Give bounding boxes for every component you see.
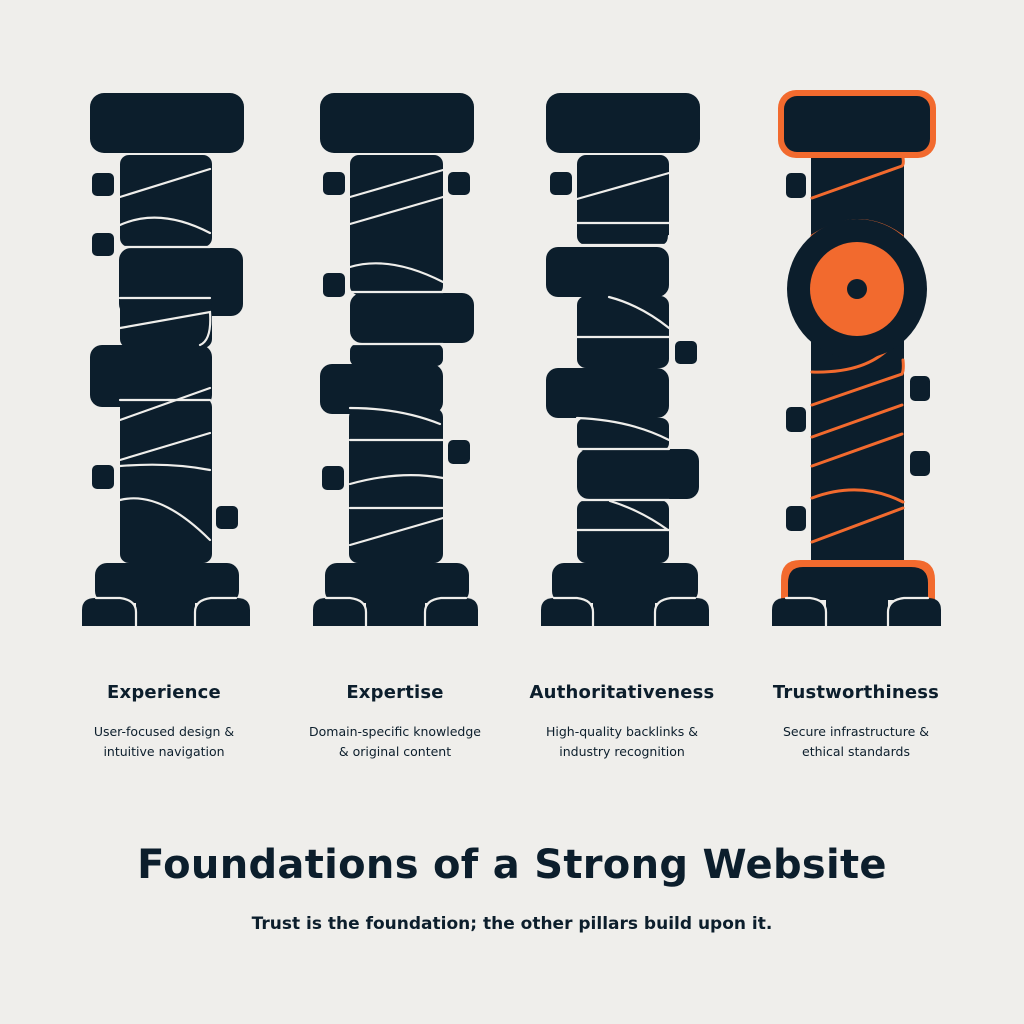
description-line: Domain-specific knowledge — [309, 724, 481, 739]
pillar-trustworthiness-icon — [772, 90, 941, 628]
pillar-expertise-icon — [313, 93, 478, 628]
pillar-description: High-quality backlinks & industry recogn… — [512, 722, 732, 762]
description-line: intuitive navigation — [103, 744, 225, 759]
pillar-label-experience: Experience User-focused design & intuiti… — [54, 680, 274, 762]
pillar-title: Trustworthiness — [772, 682, 940, 703]
pillar-label-authoritativeness: Authoritativeness High-quality backlinks… — [512, 680, 732, 762]
description-line: ethical standards — [802, 744, 910, 759]
pillar-title: Authoritativeness — [529, 682, 715, 703]
pillar-description: Domain-specific knowledge & original con… — [285, 722, 505, 762]
pillar-title: Expertise — [346, 682, 444, 703]
description-line: User-focused design & — [93, 724, 235, 739]
pillar-description: User-focused design & intuitive navigati… — [54, 722, 274, 762]
pillar-description: Secure infrastructure & ethical standard… — [746, 722, 966, 762]
pillar-label-trustworthiness: Trustworthiness Secure infrastructure & … — [746, 680, 966, 762]
page-title: Foundations of a Strong Website — [137, 842, 887, 888]
description-line: High-quality backlinks & — [545, 724, 699, 739]
pillar-label-expertise: Expertise Domain-specific knowledge & or… — [285, 680, 505, 762]
description-line: industry recognition — [559, 744, 685, 759]
pillar-title: Experience — [107, 682, 221, 703]
page-subtitle: Trust is the foundation; the other pilla… — [251, 914, 773, 934]
description-line: & original content — [338, 744, 452, 759]
description-line: Secure infrastructure & — [783, 724, 929, 739]
pillar-authoritativeness-icon — [541, 93, 709, 628]
pillar-experience-icon — [82, 93, 250, 628]
